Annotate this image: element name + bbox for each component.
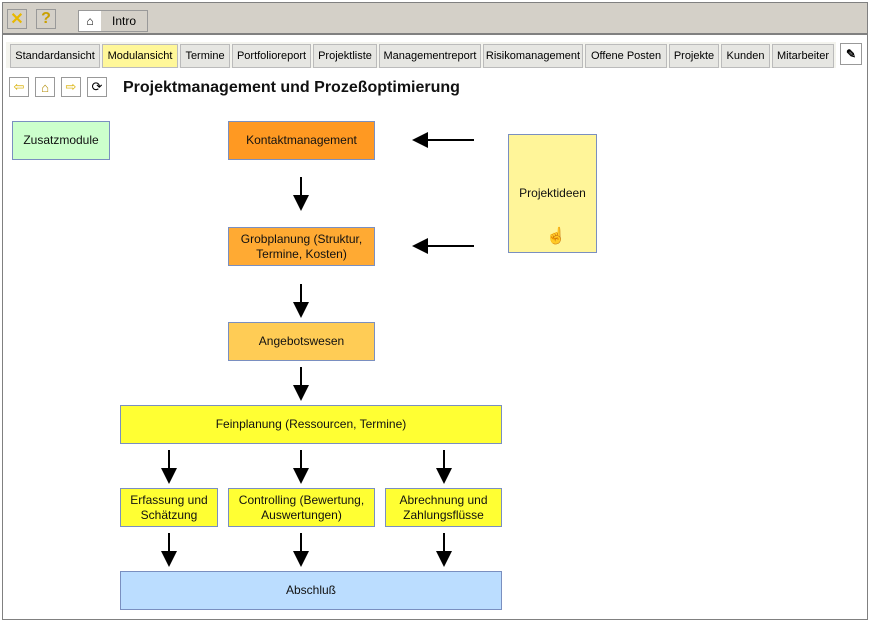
module-angebotswesen[interactable]: Angebotswesen [228, 322, 375, 361]
tab-managementreport[interactable]: Managementreport [379, 44, 481, 68]
tab-projektliste[interactable]: Projektliste [313, 44, 377, 68]
tab-portfolioreport[interactable]: Portfolioreport [232, 44, 311, 68]
hand-cursor-icon: ☝ [546, 228, 566, 245]
module-feinplanung[interactable]: Feinplanung (Ressourcen, Termine) [120, 405, 502, 444]
home-icon: ⌂ [79, 11, 101, 31]
page-title: Projektmanagement und Prozeßoptimierung [123, 79, 460, 96]
toolbar: ✕ ? ⌂ Intro [3, 3, 867, 35]
module-abschluss[interactable]: Abschluß [120, 571, 502, 610]
tab-kunden[interactable]: Kunden [721, 44, 770, 68]
refresh-icon[interactable]: ⟳ [87, 77, 107, 97]
tab-projekte[interactable]: Projekte [669, 44, 719, 68]
tab-risikomanagement[interactable]: Risikomanagement [483, 44, 583, 68]
help-icon[interactable]: ? [36, 9, 56, 29]
home-icon[interactable]: ⌂ [35, 77, 55, 97]
module-zusatzmodule[interactable]: Zusatzmodule [12, 121, 110, 160]
tab-mitarbeiter[interactable]: Mitarbeiter [772, 44, 834, 68]
tab-termine[interactable]: Termine [180, 44, 230, 68]
module-projektideen[interactable]: Projektideen [508, 134, 597, 253]
tab-offene-posten[interactable]: Offene Posten [585, 44, 667, 68]
tab-modulansicht[interactable]: Modulansicht [102, 44, 178, 68]
back-icon[interactable]: ⇦ [9, 77, 29, 97]
tab-standardansicht[interactable]: Standardansicht [10, 44, 100, 68]
module-abrechnung[interactable]: Abrechnung und Zahlungsflüsse [385, 488, 502, 527]
edit-note-icon[interactable]: ✎ [840, 43, 862, 65]
intro-button[interactable]: ⌂ Intro [78, 10, 148, 32]
module-controlling[interactable]: Controlling (Bewertung, Auswertungen) [228, 488, 375, 527]
module-kontaktmanagement[interactable]: Kontaktmanagement [228, 121, 375, 160]
tab-bar: Standardansicht Modulansicht Termine Por… [6, 42, 836, 68]
close-icon[interactable]: ✕ [7, 9, 27, 29]
forward-icon[interactable]: ⇨ [61, 77, 81, 97]
module-grobplanung[interactable]: Grobplanung (Struktur, Termine, Kosten) [228, 227, 375, 266]
module-erfassung[interactable]: Erfassung und Schätzung [120, 488, 218, 527]
